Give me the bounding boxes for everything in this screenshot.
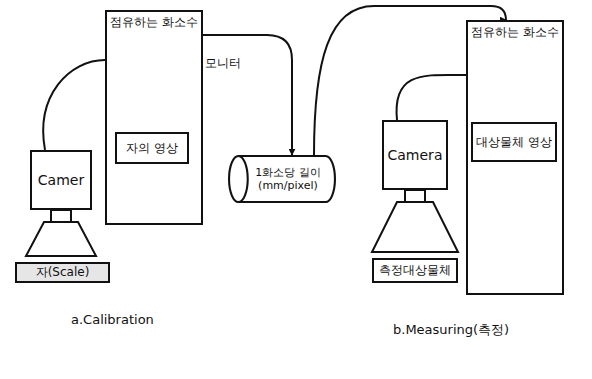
scale-bar: 자(Scale) [15, 262, 110, 283]
camera-box: Camera [382, 120, 448, 190]
lens-mount [51, 210, 71, 222]
node-text: Camera [388, 147, 443, 164]
camera-box: Camer [30, 150, 92, 210]
lens-hood [26, 222, 96, 256]
node-text: 자의 영상 [126, 141, 178, 155]
node-text: 점유하는 화소수 [471, 26, 559, 40]
camera-cable [43, 60, 105, 150]
node-text: 측정대상물체 [379, 263, 451, 277]
image-box: 자의 영상 [115, 132, 189, 164]
node-text: Camer [38, 172, 84, 189]
calibration-cylinder: 1화소당 길이 (mm/pixel) [228, 155, 336, 203]
node-text: 1화소당 길이 (mm/pixel) [246, 166, 330, 192]
monitor-label: 모니터 [204, 56, 242, 70]
monitor-box: 점유하는 화소수자의 영상 [105, 10, 203, 225]
lens-hood [372, 202, 458, 252]
flow-arrow [203, 35, 292, 155]
lens-mount [405, 190, 425, 202]
camera-cable [397, 75, 466, 120]
node-text: 자(Scale) [36, 265, 90, 279]
monitor-box: 점유하는 화소수대상물체 영상 [466, 20, 564, 295]
object-box: 측정대상물체 [372, 258, 458, 283]
node-text: 대상물체 영상 [476, 135, 552, 149]
node-text: 점유하는 화소수 [110, 16, 198, 30]
caption: a.Calibration [70, 312, 155, 328]
image-box: 대상물체 영상 [471, 122, 557, 162]
caption: b.Measuring(측정) [392, 322, 510, 338]
